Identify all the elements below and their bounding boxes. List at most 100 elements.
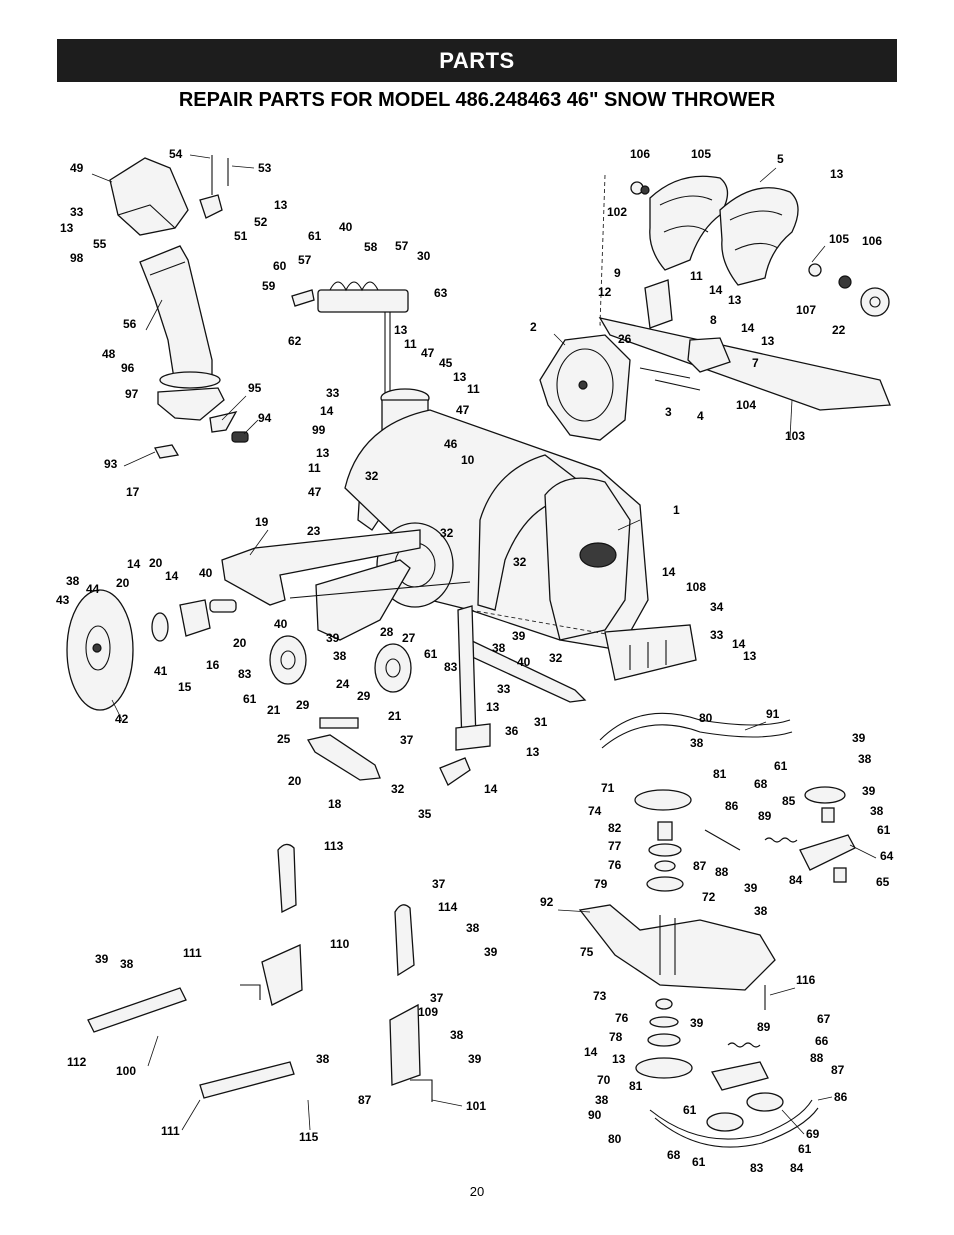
callout-number: 16 [206, 658, 220, 672]
callout-number: 57 [395, 239, 409, 253]
callout-number: 74 [588, 804, 602, 818]
callout-number: 83 [750, 1161, 764, 1175]
callout-number: 62 [288, 334, 302, 348]
callout-number: 66 [815, 1034, 829, 1048]
callout-number: 37 [400, 733, 414, 747]
callout-number: 13 [486, 700, 500, 714]
callout-number: 75 [580, 945, 594, 959]
page-number: 20 [469, 1184, 485, 1199]
callout-number: 89 [758, 809, 772, 823]
lower-pulley-stack [635, 985, 784, 1132]
callout-number: 69 [806, 1127, 820, 1141]
chute-deflector [109, 157, 189, 236]
callout-number: 12 [598, 285, 612, 299]
callout-number: 68 [754, 777, 768, 791]
callout-number: 38 [690, 736, 704, 750]
callout-number: 28 [380, 625, 394, 639]
callout-number: 26 [618, 332, 632, 346]
callout-number: 13 [526, 745, 540, 759]
callout-number: 58 [364, 240, 378, 254]
callout-number: 103 [785, 429, 805, 443]
callout-number: 65 [876, 875, 890, 889]
accessory-brackets [87, 843, 433, 1102]
callout-number: 2 [530, 320, 537, 334]
callout-number: 35 [418, 807, 432, 821]
callout-number: 85 [782, 794, 796, 808]
section-banner: PARTS [57, 39, 897, 82]
callout-number: 14 [662, 565, 676, 579]
callout-number: 61 [308, 229, 322, 243]
callout-number: 71 [601, 781, 615, 795]
callout-number: 106 [862, 234, 882, 248]
frame-axle [221, 529, 471, 641]
callout-number: 82 [608, 821, 622, 835]
callout-number: 39 [512, 629, 526, 643]
callout-number: 61 [424, 647, 438, 661]
callout-number: 83 [444, 660, 458, 674]
callout-number: 52 [254, 215, 268, 229]
callout-number: 3 [665, 405, 672, 419]
callout-number: 32 [365, 469, 379, 483]
support-bracket [455, 605, 491, 751]
callout-number: 38 [450, 1028, 464, 1042]
callout-number: 106 [630, 147, 650, 161]
callout-number: 110 [330, 937, 350, 951]
callout-number: 79 [594, 877, 608, 891]
callout-number: 115 [299, 1130, 319, 1144]
callout-number: 40 [199, 566, 213, 580]
callout-number: 76 [608, 858, 622, 872]
callout-number: 49 [70, 161, 84, 175]
callout-number: 95 [248, 381, 262, 395]
callout-number: 102 [607, 205, 627, 219]
callout-number: 10 [461, 453, 475, 467]
friction-disc-pulleys [269, 635, 412, 693]
callout-number: 39 [326, 631, 340, 645]
callout-number: 96 [121, 361, 135, 375]
callout-number: 17 [126, 485, 140, 499]
callout-number: 14 [732, 637, 746, 651]
callout-number: 38 [120, 957, 134, 971]
callout-number: 33 [326, 386, 340, 400]
callout-number: 45 [439, 356, 453, 370]
callout-number: 99 [312, 423, 326, 437]
callout-number: 47 [421, 346, 435, 360]
callout-number: 14 [127, 557, 141, 571]
callout-number: 46 [444, 437, 458, 451]
idler-bracket [704, 829, 856, 883]
callout-number: 20 [116, 576, 130, 590]
callout-number: 84 [789, 873, 803, 887]
callout-number: 32 [549, 651, 563, 665]
callout-number: 34 [710, 600, 724, 614]
callout-number: 98 [70, 251, 84, 265]
callout-number: 38 [858, 752, 872, 766]
callout-number: 72 [702, 890, 716, 904]
callout-number: 92 [540, 895, 554, 909]
callout-number: 56 [123, 317, 137, 331]
callout-number: 81 [713, 767, 727, 781]
callout-number: 5 [777, 152, 784, 166]
skid-shoes [306, 717, 471, 786]
callout-number: 27 [402, 631, 416, 645]
callout-number: 73 [593, 989, 607, 1003]
callout-number: 44 [86, 582, 100, 596]
callout-number: 32 [513, 555, 527, 569]
callout-number: 47 [308, 485, 322, 499]
callout-number: 87 [693, 859, 707, 873]
callout-number: 107 [796, 303, 816, 317]
callout-number: 113 [324, 839, 344, 853]
chute-crank-bracket [199, 155, 229, 219]
callout-number: 11 [308, 461, 321, 475]
callout-number: 38 [754, 904, 768, 918]
callout-number: 47 [456, 403, 470, 417]
callout-number: 53 [258, 161, 272, 175]
callout-number: 111 [161, 1124, 180, 1138]
callout-number: 57 [298, 253, 312, 267]
callout-number: 13 [394, 323, 408, 337]
callout-number: 13 [60, 221, 74, 235]
callout-number: 30 [417, 249, 431, 263]
callout-number: 14 [741, 321, 755, 335]
callout-number: 7 [752, 356, 759, 370]
callout-number: 13 [453, 370, 467, 384]
callout-number: 14 [320, 404, 334, 418]
callout-number: 43 [56, 593, 70, 607]
